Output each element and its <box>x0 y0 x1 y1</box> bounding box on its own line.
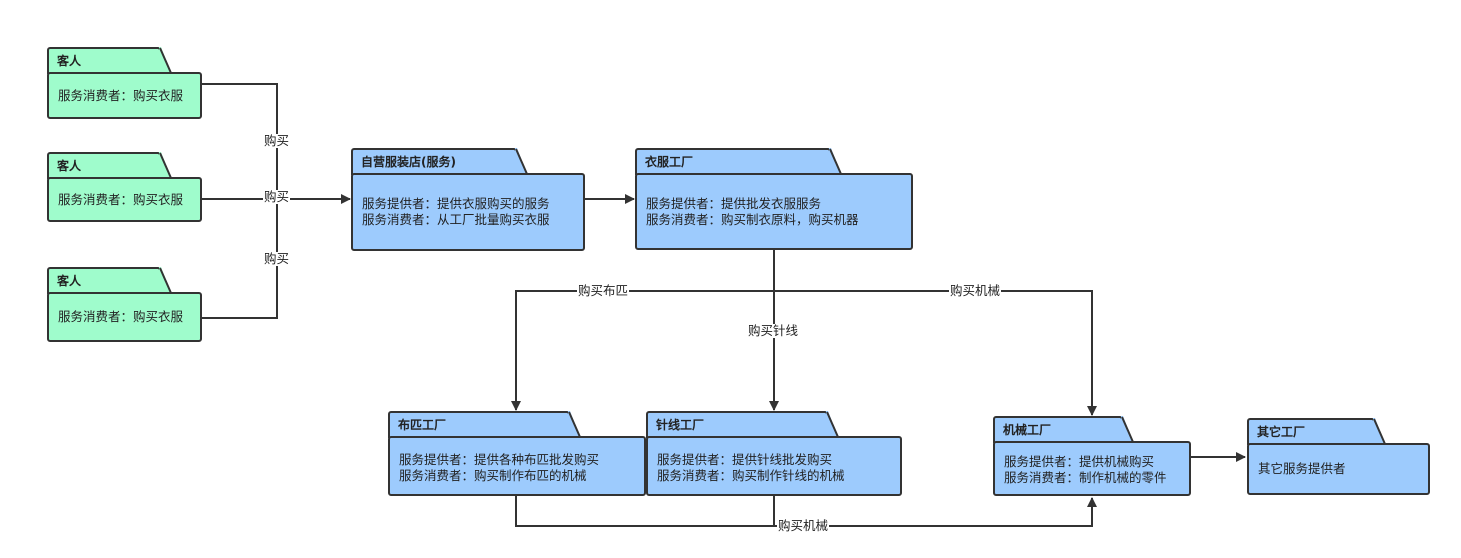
package-title: 针线工厂 <box>656 418 705 432</box>
tab-slope <box>568 411 581 438</box>
tab-slope <box>159 267 172 294</box>
package-title: 其它工厂 <box>1257 425 1306 439</box>
edge-label-buy-machine: 购买机械 <box>949 283 1002 298</box>
package-line: 服务消费者：制作机械的零件 <box>1004 470 1167 485</box>
edge-clothes-machine <box>774 290 1097 416</box>
package-tab: 机械工厂 <box>993 416 1123 443</box>
package-tab: 自营服装店(服务) <box>351 148 517 175</box>
package-body: 服务提供者：提供针线批发购买 服务消费者：购买制作针线的机械 <box>646 436 902 496</box>
package-body: 服务提供者：提供各种布匹批发购买 服务消费者：购买制作布匹的机械 <box>388 436 646 496</box>
package-tab: 针线工厂 <box>646 411 828 438</box>
package-title: 客人 <box>57 159 82 173</box>
edge-label-buy-thread: 购买针线 <box>747 323 800 338</box>
package-body: 其它服务提供者 <box>1247 443 1430 495</box>
package-line: 服务提供者：提供衣服购买的服务 <box>362 196 550 211</box>
package-line: 服务消费者：从工厂批量购买衣服 <box>362 212 550 227</box>
package-tab: 客人 <box>47 47 161 74</box>
package-body: 服务消费者：购买衣服 <box>47 292 202 342</box>
tab-slope <box>1373 418 1386 445</box>
package-body: 服务提供者：提供批发衣服服务 服务消费者：购买制衣原料，购买机器 <box>635 173 913 250</box>
package-tab: 布匹工厂 <box>388 411 570 438</box>
package-tab: 其它工厂 <box>1247 418 1375 445</box>
package-title: 机械工厂 <box>1003 423 1052 437</box>
edge-guest1-store <box>201 83 278 199</box>
tab-slope <box>1121 416 1134 443</box>
package-title: 客人 <box>57 54 82 68</box>
edge-label-buy-cloth: 购买布匹 <box>577 283 630 298</box>
package-line: 服务提供者：提供各种布匹批发购买 <box>399 452 600 467</box>
edge-label-buy-1: 购买 <box>263 133 291 148</box>
package-line: 服务消费者：购买衣服 <box>58 88 184 103</box>
package-tab: 客人 <box>47 152 161 179</box>
package-line: 服务消费者：购买制作布匹的机械 <box>399 468 587 483</box>
package-body: 服务消费者：购买衣服 <box>47 177 202 222</box>
package-line: 服务提供者：提供批发衣服服务 <box>646 196 822 211</box>
package-line: 服务提供者：提供机械购买 <box>1004 454 1155 469</box>
package-line: 服务消费者：购买衣服 <box>58 309 184 324</box>
package-title: 自营服装店(服务) <box>361 155 456 169</box>
package-body: 服务提供者：提供机械购买 服务消费者：制作机械的零件 <box>993 441 1191 496</box>
package-line: 服务提供者：提供针线批发购买 <box>657 452 833 467</box>
package-line: 服务消费者：购买衣服 <box>58 192 184 207</box>
tab-slope <box>515 148 528 175</box>
tab-slope <box>159 152 172 179</box>
package-title: 客人 <box>57 274 82 288</box>
edge-guest3-store <box>201 199 278 319</box>
edge-label-buy-machine-bottom: 购买机械 <box>777 518 830 533</box>
tab-slope <box>826 411 839 438</box>
package-line: 服务消费者：购买制作针线的机械 <box>657 468 845 483</box>
edge-clothes-cloth <box>511 290 774 411</box>
package-line: 其它服务提供者 <box>1258 461 1346 476</box>
tab-slope <box>829 148 842 175</box>
package-body: 服务消费者：购买衣服 <box>47 72 202 119</box>
package-tab: 衣服工厂 <box>635 148 831 175</box>
edge-label-buy-2: 购买 <box>263 189 291 204</box>
package-tab: 客人 <box>47 267 161 294</box>
tab-slope <box>159 47 172 74</box>
package-title: 布匹工厂 <box>398 418 447 432</box>
edge-label-buy-3: 购买 <box>263 251 291 266</box>
package-body: 服务提供者：提供衣服购买的服务 服务消费者：从工厂批量购买衣服 <box>351 173 585 251</box>
package-line: 服务消费者：购买制衣原料，购买机器 <box>646 212 859 227</box>
package-title: 衣服工厂 <box>645 155 694 169</box>
